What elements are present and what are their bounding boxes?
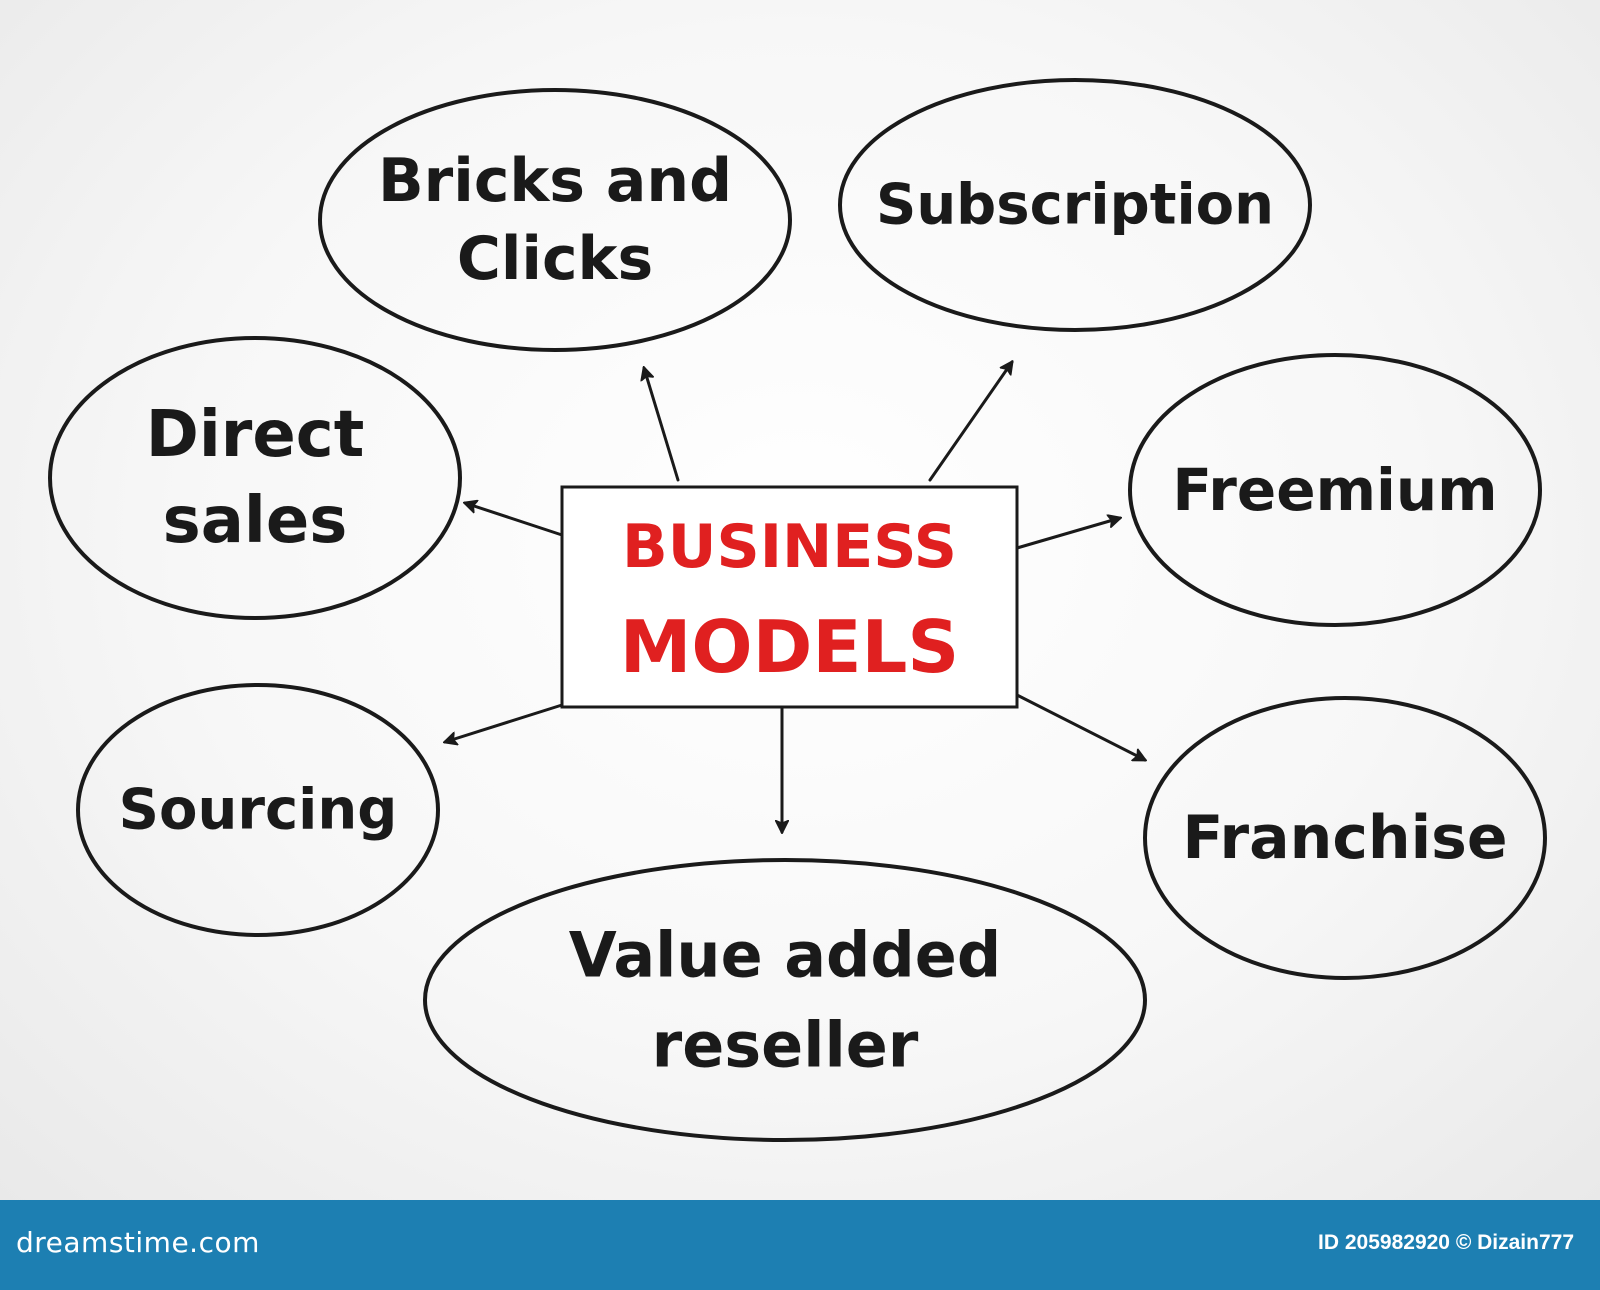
node-label-direct-sales-line-1: Direct	[146, 398, 365, 472]
connector-arrow-5	[445, 703, 564, 742]
node-label-bricks-and-clicks-line-2: Clicks	[457, 224, 653, 294]
node-ellipse-franchise	[1143, 696, 1547, 980]
footer-brand-text[interactable]: dreamstime.com	[16, 1226, 260, 1259]
node-label-direct-sales-line-2: sales	[163, 484, 348, 558]
connector-arrow-1	[644, 368, 680, 482]
node-value-added-reseller: Value added reseller	[423, 858, 1147, 1142]
center-node: BUSINESS MODELS	[560, 485, 1019, 709]
footer-id-text: ID 205982920 © Dizain777	[1318, 1231, 1574, 1254]
node-direct-sales: Direct sales	[48, 336, 462, 620]
center-title-line-2: MODELS	[620, 605, 960, 689]
center-box	[560, 485, 1019, 709]
node-label-franchise-line-1: Franchise	[1182, 803, 1507, 873]
node-ellipse-sourcing	[76, 683, 440, 937]
connector-arrow-2	[928, 362, 1012, 482]
node-label-value-added-reseller-line-2: reseller	[652, 1009, 919, 1082]
node-ellipse-bricks-and-clicks	[318, 88, 792, 352]
connector-arrow-3	[465, 503, 564, 537]
node-ellipse-subscription	[838, 78, 1312, 332]
node-subscription: Subscription	[838, 78, 1312, 332]
connector-arrows	[445, 362, 1145, 832]
node-ellipse-freemium	[1128, 353, 1542, 627]
node-label-value-added-reseller-line-1: Value added	[569, 919, 1002, 992]
footer-bar: dreamstime.com ID 205982920 © Dizain777	[0, 1200, 1600, 1290]
node-label-subscription-line-1: Subscription	[876, 173, 1274, 238]
connector-arrow-6	[1015, 693, 1145, 762]
node-ellipse-value-added-reseller	[423, 858, 1147, 1142]
node-label-sourcing-line-1: Sourcing	[119, 778, 398, 843]
node-label-bricks-and-clicks-line-1: Bricks and	[378, 146, 732, 216]
node-sourcing: Sourcing	[76, 683, 440, 937]
node-freemium: Freemium	[1128, 353, 1542, 627]
connector-arrow-4	[1015, 518, 1120, 550]
node-label-freemium-line-1: Freemium	[1172, 456, 1497, 524]
node-franchise: Franchise	[1143, 696, 1547, 980]
node-ellipse-direct-sales	[48, 336, 462, 620]
center-title-line-1: BUSINESS	[622, 512, 957, 582]
